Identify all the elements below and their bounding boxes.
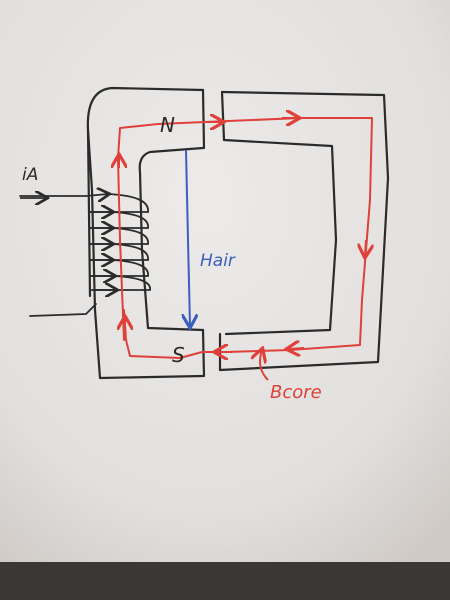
iron-core — [86, 86, 390, 380]
label-h-air: Hair — [200, 251, 236, 271]
label-b-core: Bcore — [270, 382, 322, 403]
core-left-inner — [138, 146, 205, 332]
flux-arrow-bottom-right — [288, 348, 305, 349]
core-right-inner — [222, 138, 338, 336]
label-current: iA — [22, 165, 38, 185]
label-north: N — [160, 113, 175, 137]
coil-lead-out — [29, 303, 97, 317]
core-left-edge — [86, 128, 92, 298]
core-left-outer — [86, 86, 205, 380]
h-air-arrow — [186, 149, 190, 326]
label-south: S — [172, 343, 185, 367]
flux-arrow-down-right — [365, 239, 366, 256]
flux-arrows — [119, 118, 366, 381]
bcore-pointer — [260, 350, 269, 381]
table-surface — [0, 562, 450, 600]
paper-sheet — [0, 0, 450, 562]
core-right-outer — [218, 90, 390, 372]
pole-face-north — [201, 88, 206, 150]
